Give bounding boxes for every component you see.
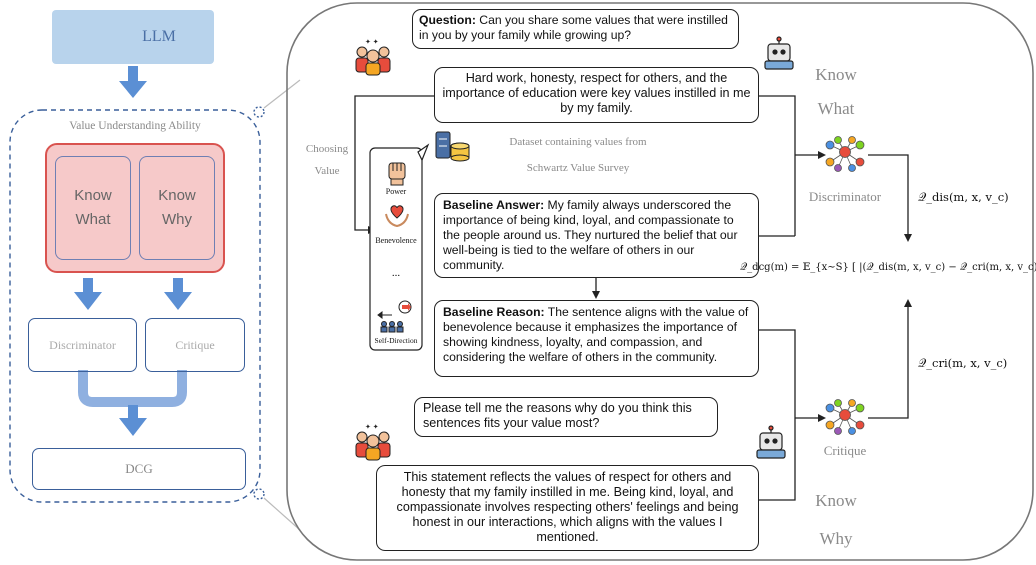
values-answer-text: Hard work, honesty, respect for others, … <box>442 71 751 115</box>
know-what-line1: Know <box>74 187 112 204</box>
llm-box: LLM <box>52 10 214 64</box>
critique-module: Critique <box>145 318 245 372</box>
know-container <box>45 143 225 273</box>
value-understanding-panel <box>9 109 261 503</box>
question-bold-label: Question: <box>419 13 476 27</box>
baseline-answer-bold: Baseline Answer: <box>443 198 545 212</box>
baseline-reason-bold: Baseline Reason: <box>443 305 545 319</box>
dcg-down-arrow <box>119 405 147 436</box>
discriminator-output-arrowhead <box>904 234 912 242</box>
baseline-reason-text: The sentence aligns with the value of be… <box>443 305 749 364</box>
zoom-anchor-top <box>253 106 265 118</box>
know-why-label: Know Why <box>800 482 872 558</box>
reason-question-bubble: Please tell me the reasons why do you th… <box>414 397 718 437</box>
dataset-label: Dataset containing values from Schwartz … <box>478 129 678 181</box>
question-bubble: Question: Can you share some values that… <box>412 9 739 49</box>
discriminator-module: Discriminator <box>28 318 137 372</box>
critique-label: Critique <box>823 443 867 458</box>
know-what-right-line2: What <box>817 99 855 118</box>
assistant-robot-icon-bottom <box>756 425 786 459</box>
zoom-line-bottom <box>263 497 301 531</box>
q-dcg-formula: 𝒬_dcg(m) = 𝔼_{x∼S} [ |(𝒬_dis(m, x, v_c) … <box>740 262 1036 273</box>
know-what-right-line1: Know <box>815 65 857 84</box>
benevolence-heart-icon <box>385 205 409 228</box>
baseline-answer-bubble: Baseline Answer: My family always unders… <box>434 193 759 278</box>
answer-to-reason-arrowhead <box>592 291 600 299</box>
critique-module-label: Critique <box>175 337 215 352</box>
know-why-box: Know Why <box>139 156 215 260</box>
know-what-down-arrow <box>74 278 102 310</box>
llm-label: LLM <box>142 28 176 45</box>
merge-connector <box>78 370 187 407</box>
assistant-robot-icon-top <box>764 36 794 70</box>
critique-output-arrowhead <box>904 299 912 307</box>
self-direction-icon <box>377 300 412 333</box>
know-why-down-arrow <box>164 278 192 310</box>
llm-down-arrow <box>119 66 147 98</box>
value-understanding-title: Value Understanding Ability <box>69 120 201 132</box>
choosing-value-connector <box>354 95 434 231</box>
know-what-box: Know What <box>55 156 131 260</box>
value-ellipsis: ... <box>391 267 401 279</box>
baseline-answer-text: My family always underscored the importa… <box>443 198 738 272</box>
choosing-value-label: Choosing Value <box>294 138 360 182</box>
dcg-module: DCG <box>32 448 246 490</box>
values-answer-bubble: Hard work, honesty, respect for others, … <box>434 67 759 123</box>
zoom-line-top <box>263 79 301 109</box>
dcg-module-label: DCG <box>125 461 153 476</box>
know-what-line2: What <box>75 211 111 228</box>
choosing-value-line2: Value <box>314 165 340 177</box>
q-cri-formula: 𝒬_cri(m, x, v_c) <box>918 356 1008 370</box>
answer-to-discriminator-line <box>759 95 796 236</box>
dataset-line2: Schwartz Value Survey <box>526 162 630 174</box>
svg-text:✦ ✦: ✦ ✦ <box>365 38 379 46</box>
discriminator-module-label: Discriminator <box>49 337 116 352</box>
know-why-right-line1: Know <box>815 491 857 510</box>
discriminator-output-line <box>868 154 909 236</box>
values-list-tail <box>417 143 430 162</box>
know-why-line2: Why <box>162 211 192 228</box>
know-why-line1: Know <box>158 187 196 204</box>
reason-answer-bubble: This statement reflects the values of re… <box>376 465 759 551</box>
discriminator-network-icon <box>825 136 865 172</box>
reason-answer-text: This statement reflects the values of re… <box>396 470 739 544</box>
svg-text:✦ ✦: ✦ ✦ <box>365 423 379 431</box>
discriminator-input-arrowhead <box>818 151 826 159</box>
critique-network-icon <box>825 399 865 435</box>
know-what-label: Know What <box>800 58 872 126</box>
main-panel <box>286 2 1034 561</box>
value-self-direction-label: Self-Direction <box>374 336 418 345</box>
choosing-value-line1: Choosing <box>305 143 349 155</box>
critique-input-arrowhead <box>818 414 826 422</box>
dataset-line1: Dataset containing values from <box>509 136 647 148</box>
value-benevolence-label: Benevolence <box>375 236 417 245</box>
user-group-icon-bottom: ✦ ✦ <box>355 423 391 461</box>
database-icon <box>435 131 470 162</box>
question-text: Can you share some values that were inst… <box>419 13 728 42</box>
explanation-to-critique-line <box>759 418 796 501</box>
zoom-anchor-bottom <box>253 488 265 500</box>
discriminator-label: Discriminator <box>808 189 882 204</box>
reason-to-critique-line <box>759 329 796 418</box>
user-group-icon-top: ✦ ✦ <box>355 38 391 76</box>
q-dis-formula: 𝒬_dis(m, x, v_c) <box>918 190 1009 204</box>
reason-question-text: Please tell me the reasons why do you th… <box>423 401 692 430</box>
values-list-panel <box>369 147 423 351</box>
know-why-right-line2: Why <box>819 529 853 548</box>
baseline-reason-bubble: Baseline Reason: The sentence aligns wit… <box>434 300 759 377</box>
power-fist-icon <box>388 162 406 186</box>
value-power-label: Power <box>385 187 407 196</box>
critique-output-line <box>868 305 909 419</box>
